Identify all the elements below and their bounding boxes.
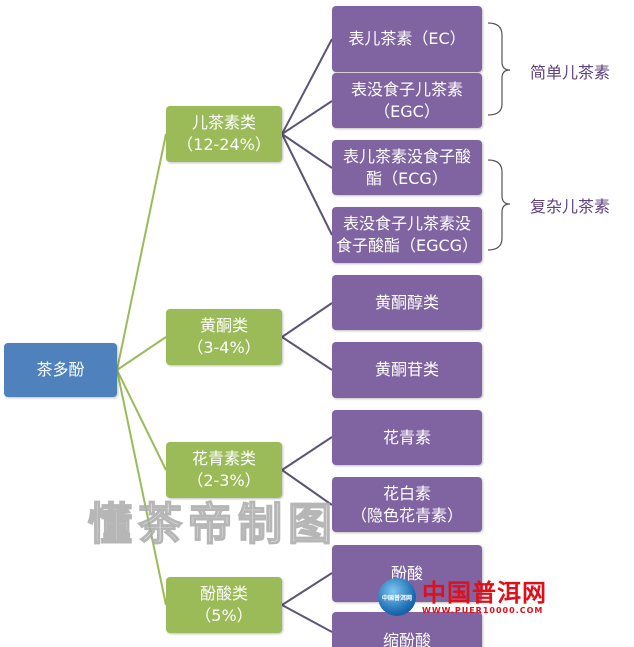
- logo-url: WWW.PUER10000.COM: [422, 605, 544, 615]
- leaf-ecg: 表儿茶素没食子酸酯（ECG）: [332, 140, 482, 195]
- leaf-flavone-glycosides: 黄酮苷类: [332, 342, 482, 398]
- leaf-leucoanthocyanin: 花白素（隐色花青素）: [332, 477, 482, 532]
- site-logo: 中国普洱网 中国普洱网 WWW.PUER10000.COM: [378, 578, 547, 616]
- leaf-flavonols: 黄酮醇类: [332, 275, 482, 330]
- globe-icon: 中国普洱网: [378, 578, 416, 616]
- root-node: 茶多酚: [4, 343, 117, 397]
- logo-name: 中国普洱网: [422, 578, 547, 607]
- leaf-egcg: 表没食子儿茶素没食子酸酯（EGCG）: [332, 207, 482, 263]
- group-flavonoids: 黄酮类（3-4%）: [166, 309, 282, 365]
- group-anthocyanins: 花青素类（2-3%）: [166, 442, 282, 498]
- leaf-depsides: 缩酚酸: [332, 612, 482, 647]
- connector-root-phenolic-acids: [116, 369, 167, 606]
- watermark: 懂茶帝制图: [87, 498, 338, 551]
- leaf-ec: 表儿茶素（EC）: [332, 6, 482, 72]
- leaf-anthocyanin: 花青素: [332, 410, 482, 465]
- bracket-simple: [487, 22, 511, 116]
- connector-root-anthocyanins: [116, 369, 167, 471]
- leaf-egc: 表没食子儿茶素（EGC）: [332, 73, 482, 128]
- group-catechins: 儿茶素类（12-24%）: [166, 106, 282, 162]
- group-phenolic-acids: 酚酸类（5%）: [166, 577, 282, 633]
- bracket-label-simple: 简单儿茶素: [530, 63, 611, 82]
- connector-root-catechins: [116, 133, 167, 371]
- connector-root-flavonoids: [116, 336, 167, 371]
- bracket-label-complex: 复杂儿茶素: [530, 197, 611, 216]
- bracket-complex: [487, 159, 511, 251]
